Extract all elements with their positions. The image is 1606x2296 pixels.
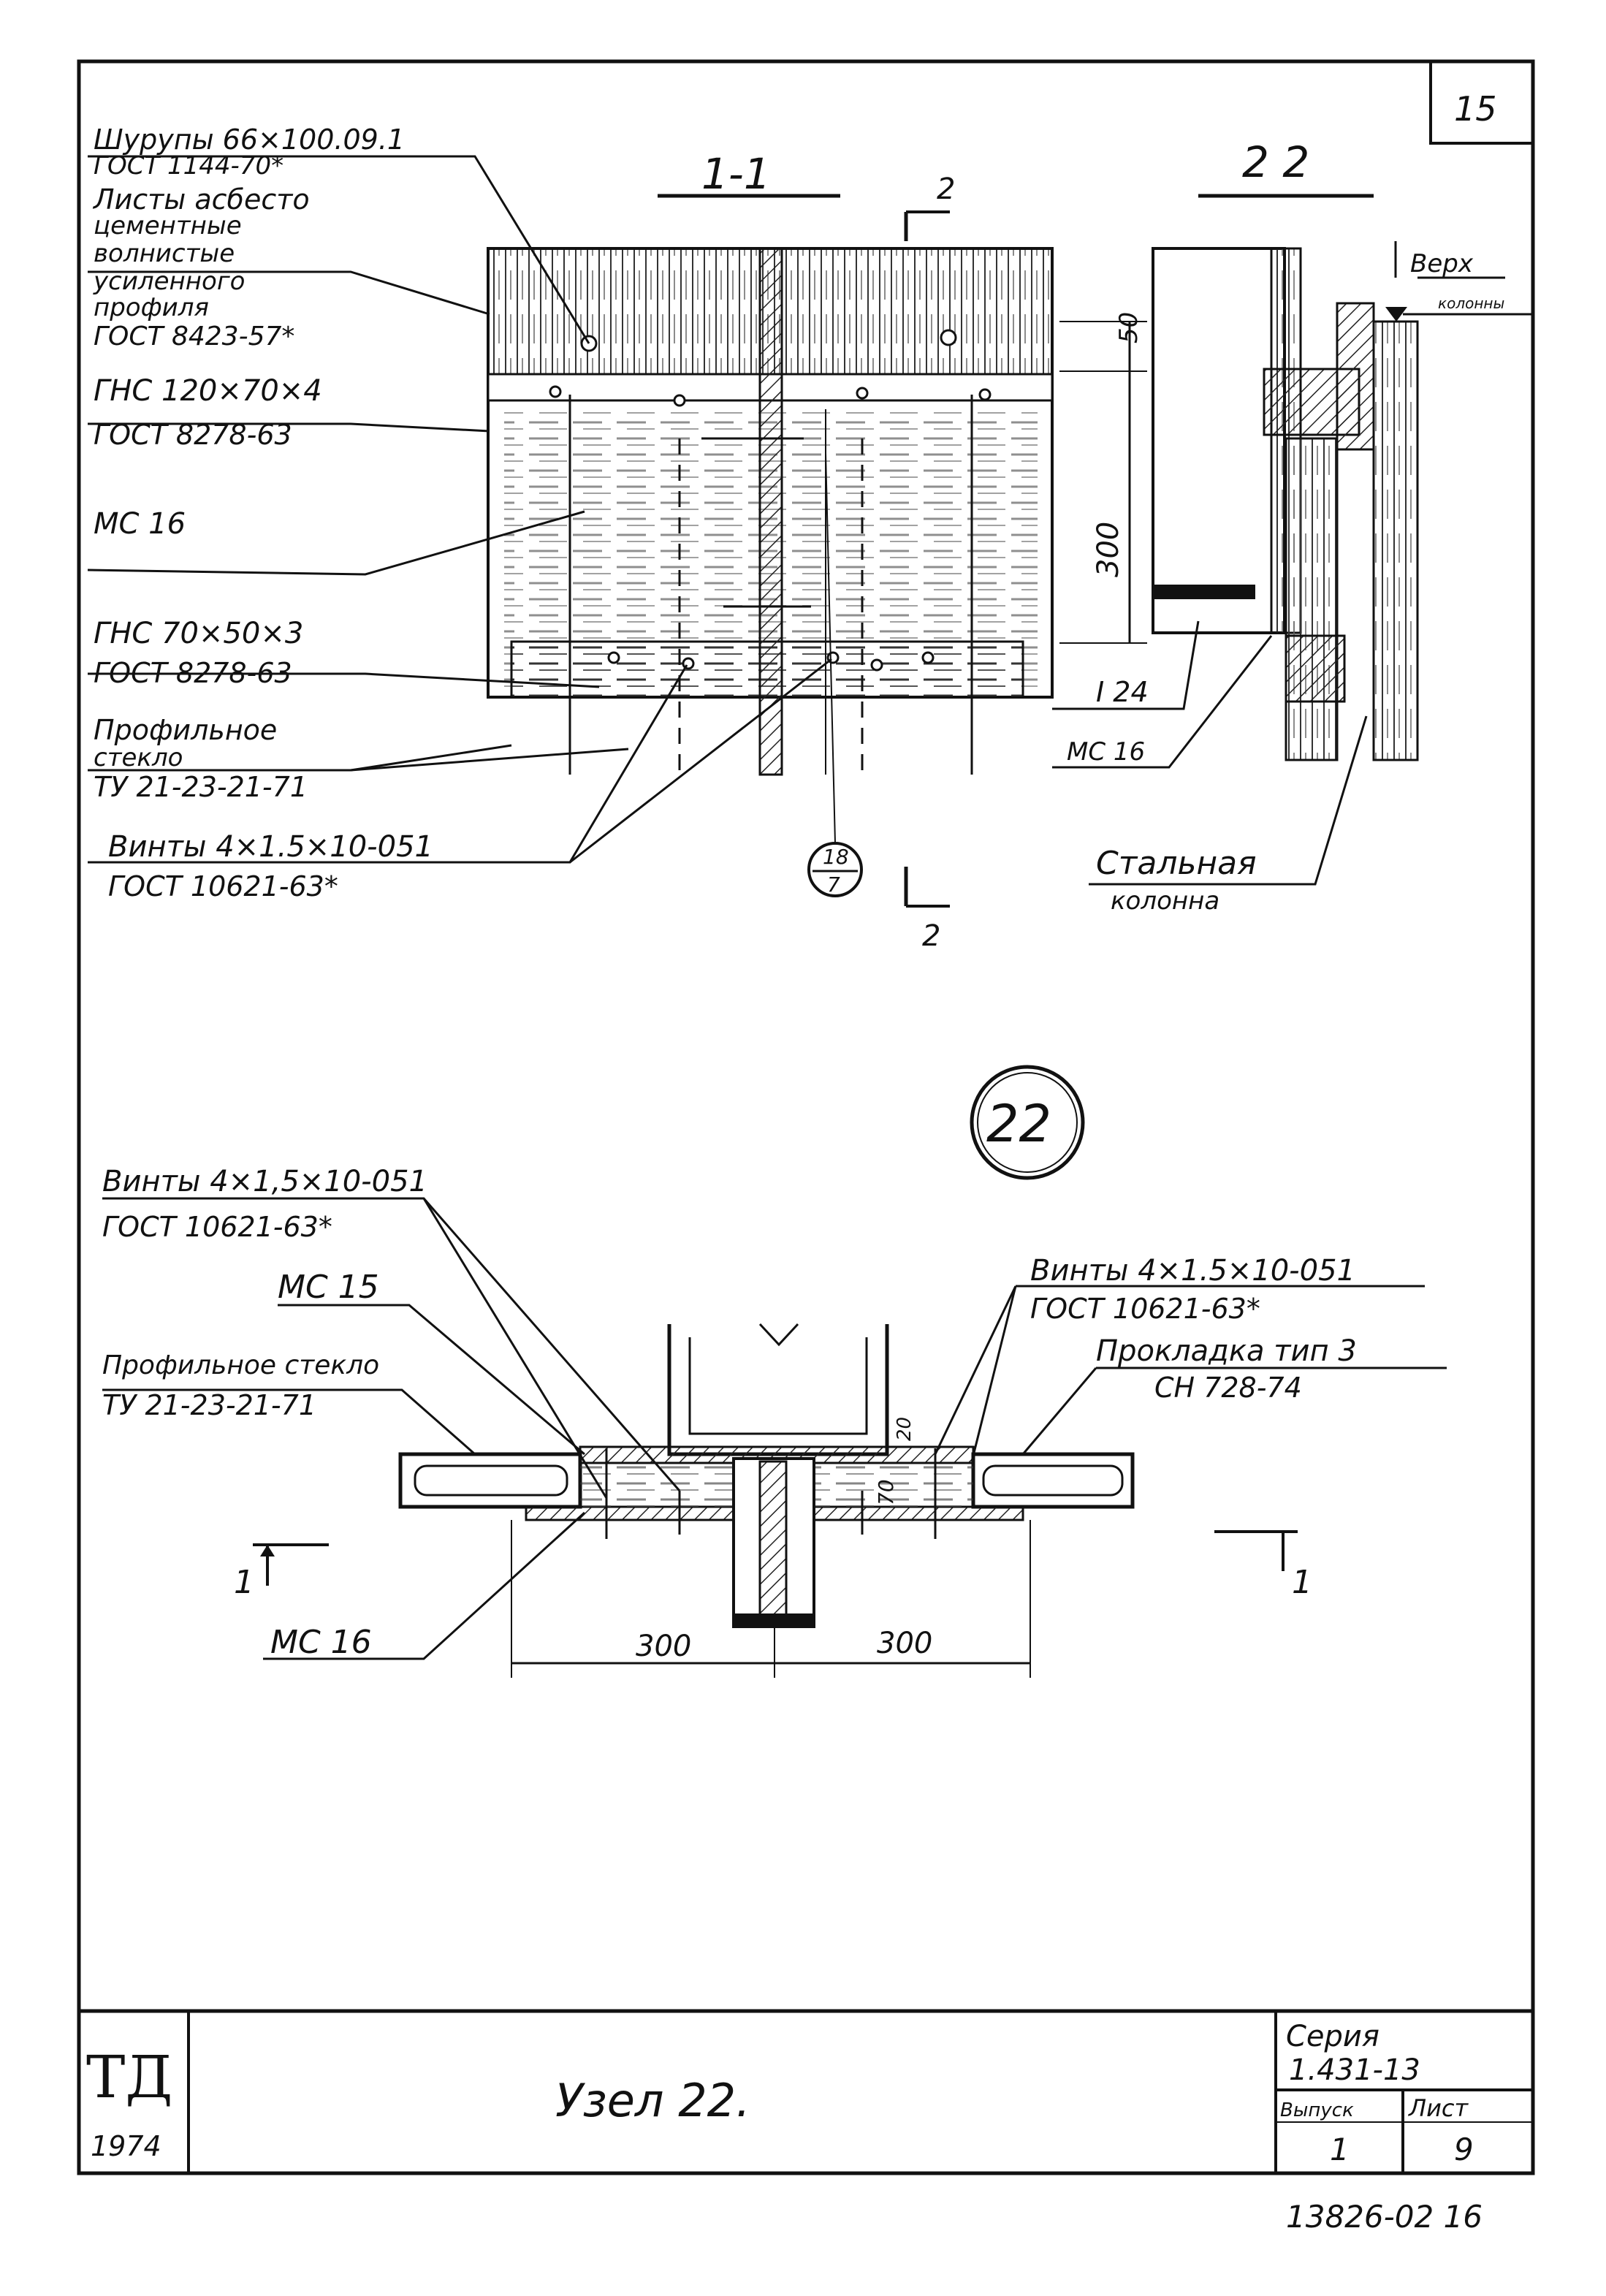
issue-value: 1 bbox=[1330, 2132, 1350, 2167]
node-label-ms16: МС 16 bbox=[270, 1624, 372, 1661]
central-mullion bbox=[758, 247, 783, 776]
node-22: 22 300 300 20 70 bbox=[102, 1065, 1447, 1678]
node-dim-20: 20 bbox=[894, 1417, 916, 1441]
label-gns2: ГНС 70×50×3 bbox=[94, 617, 303, 650]
node-label-gasket: Прокладка тип 3 bbox=[1096, 1334, 1357, 1368]
issue-label: Выпуск bbox=[1280, 2099, 1354, 2121]
node-number: 22 bbox=[986, 1094, 1051, 1154]
label-steel-column-2: колонна bbox=[1111, 886, 1219, 916]
label-ms16-section2: МС 16 bbox=[1067, 737, 1145, 767]
label-gns: ГНС 120×70×4 bbox=[94, 374, 322, 408]
node-label-bolts-right-std: ГОСТ 10621-63* bbox=[1030, 1293, 1260, 1325]
label-screws-std: ГОСТ 1144-70* bbox=[94, 151, 283, 180]
section-1-title: 1-1 bbox=[701, 149, 771, 199]
label-top: Верх bbox=[1410, 249, 1474, 278]
node-dim-70: 70 bbox=[874, 1479, 898, 1505]
dim-50: 50 bbox=[1114, 312, 1143, 343]
dim-300: 300 bbox=[1092, 522, 1125, 577]
series-label: Серия bbox=[1286, 2020, 1379, 2053]
cut-2-top: 2 bbox=[937, 172, 955, 206]
sheet-value: 9 bbox=[1454, 2132, 1474, 2167]
node-cut-left: 1 bbox=[234, 1564, 254, 1601]
label-steel-column-1: Стальная bbox=[1096, 845, 1257, 882]
label-gns2-std: ГОСТ 8278-63 bbox=[94, 657, 292, 689]
node-label-bolts-left-std: ГОСТ 10621-63* bbox=[102, 1211, 332, 1243]
cut-2-bottom: 2 bbox=[922, 919, 940, 953]
node-label-glass-std: ТУ 21-23-21-71 bbox=[102, 1389, 316, 1421]
label-sheets-std: ГОСТ 8423-57* bbox=[94, 322, 294, 351]
label-i24: I 24 bbox=[1096, 676, 1149, 708]
detail-ref-top: 18 bbox=[823, 845, 849, 869]
sheet-label: Лист bbox=[1408, 2094, 1469, 2122]
label-glass-1: Профильное bbox=[94, 714, 277, 746]
node-cut-right: 1 bbox=[1292, 1564, 1312, 1601]
node-label-bolts-left: Винты 4×1,5×10-051 bbox=[102, 1165, 427, 1198]
label-screws: Шурупы 66×100.09.1 bbox=[94, 123, 405, 156]
footer-code: 13826-02 16 bbox=[1286, 2199, 1483, 2235]
node-label-glass: Профильное стекло bbox=[102, 1350, 379, 1380]
page-number: 15 bbox=[1454, 89, 1497, 129]
label-glass-std: ТУ 21-23-21-71 bbox=[94, 771, 308, 803]
drawing-title: Узел 22. bbox=[555, 2074, 750, 2127]
logo-td: ТД bbox=[86, 2043, 172, 2111]
section-2-2: 2 2 Верх колонны I 24 МС 16 Стальная кол… bbox=[1052, 137, 1533, 916]
section-2-column-web bbox=[1152, 247, 1286, 634]
section-1-1: 1-1 bbox=[87, 123, 1147, 953]
label-bolts-std: ГОСТ 10621-63* bbox=[108, 870, 338, 902]
node-label-ms15: МС 15 bbox=[278, 1269, 379, 1306]
label-sheets-2: цементные bbox=[94, 211, 242, 240]
label-glass-2: стекло bbox=[94, 743, 183, 772]
section-2-steel-column bbox=[1372, 320, 1419, 761]
label-gns-std: ГОСТ 8278-63 bbox=[94, 419, 292, 451]
year: 1974 bbox=[91, 2130, 161, 2162]
label-ms16: МС 16 bbox=[94, 507, 186, 541]
detail-ref-bottom: 7 bbox=[827, 873, 840, 897]
node-dim-300-left: 300 bbox=[636, 1630, 691, 1663]
node-label-gasket-std: СН 728-74 bbox=[1154, 1372, 1302, 1404]
label-sheets-1: Листы асбесто bbox=[92, 183, 310, 216]
section-2-glass bbox=[1285, 437, 1339, 761]
node-dim-300-right: 300 bbox=[877, 1627, 932, 1660]
label-sheets-5: профиля bbox=[94, 293, 209, 322]
label-sheets-4: усиленного bbox=[93, 267, 246, 296]
node-number-circle bbox=[970, 1065, 1085, 1180]
label-bolts: Винты 4×1.5×10-051 bbox=[108, 830, 433, 864]
title-block bbox=[79, 2009, 1533, 2173]
node-label-bolts-right: Винты 4×1.5×10-051 bbox=[1030, 1254, 1355, 1288]
sheet-frame bbox=[77, 59, 1535, 2175]
label-sheets-3: волнистые bbox=[94, 239, 235, 268]
section-2-title: 2 2 bbox=[1242, 137, 1309, 187]
label-top-2: колонны bbox=[1438, 294, 1504, 312]
series-value: 1.431-13 bbox=[1289, 2053, 1420, 2087]
